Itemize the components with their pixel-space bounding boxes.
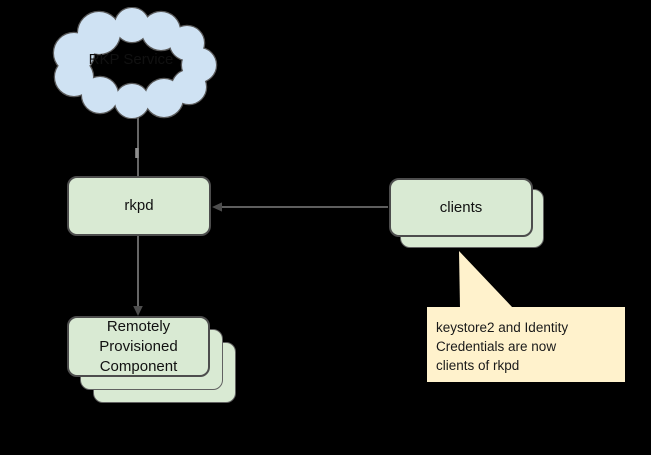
callout-line2: Credentials are now [436,339,557,354]
edge-midpoint-dash [135,148,139,158]
callout-line3: clients of rkpd [436,358,520,373]
callout-pointer [459,251,513,308]
rpc-label-line1: Remotely [106,317,171,335]
node-clients: clients [389,178,533,237]
clients-label: clients [439,198,483,216]
edge-rkpd-to-rpc [133,236,143,316]
arrowhead-left-icon [212,202,222,212]
node-rkp-service: RKP Service [44,7,218,119]
arrowhead-down-icon [133,306,143,316]
cloud-shape [52,7,218,119]
rpc-label-line3: Component [99,357,178,375]
callout-note: keystore2 and Identity Credentials are n… [427,307,625,382]
callout-line1: keystore2 and Identity [436,320,569,335]
rkp-service-label: RKP Service [88,50,174,68]
node-rpc: Remotely Provisioned Component [67,316,210,377]
node-rkpd: rkpd [67,176,211,236]
rkpd-label: rkpd [124,197,154,214]
edge-clients-to-rkpd [212,202,388,212]
rpc-label-line2: Provisioned [99,337,178,355]
